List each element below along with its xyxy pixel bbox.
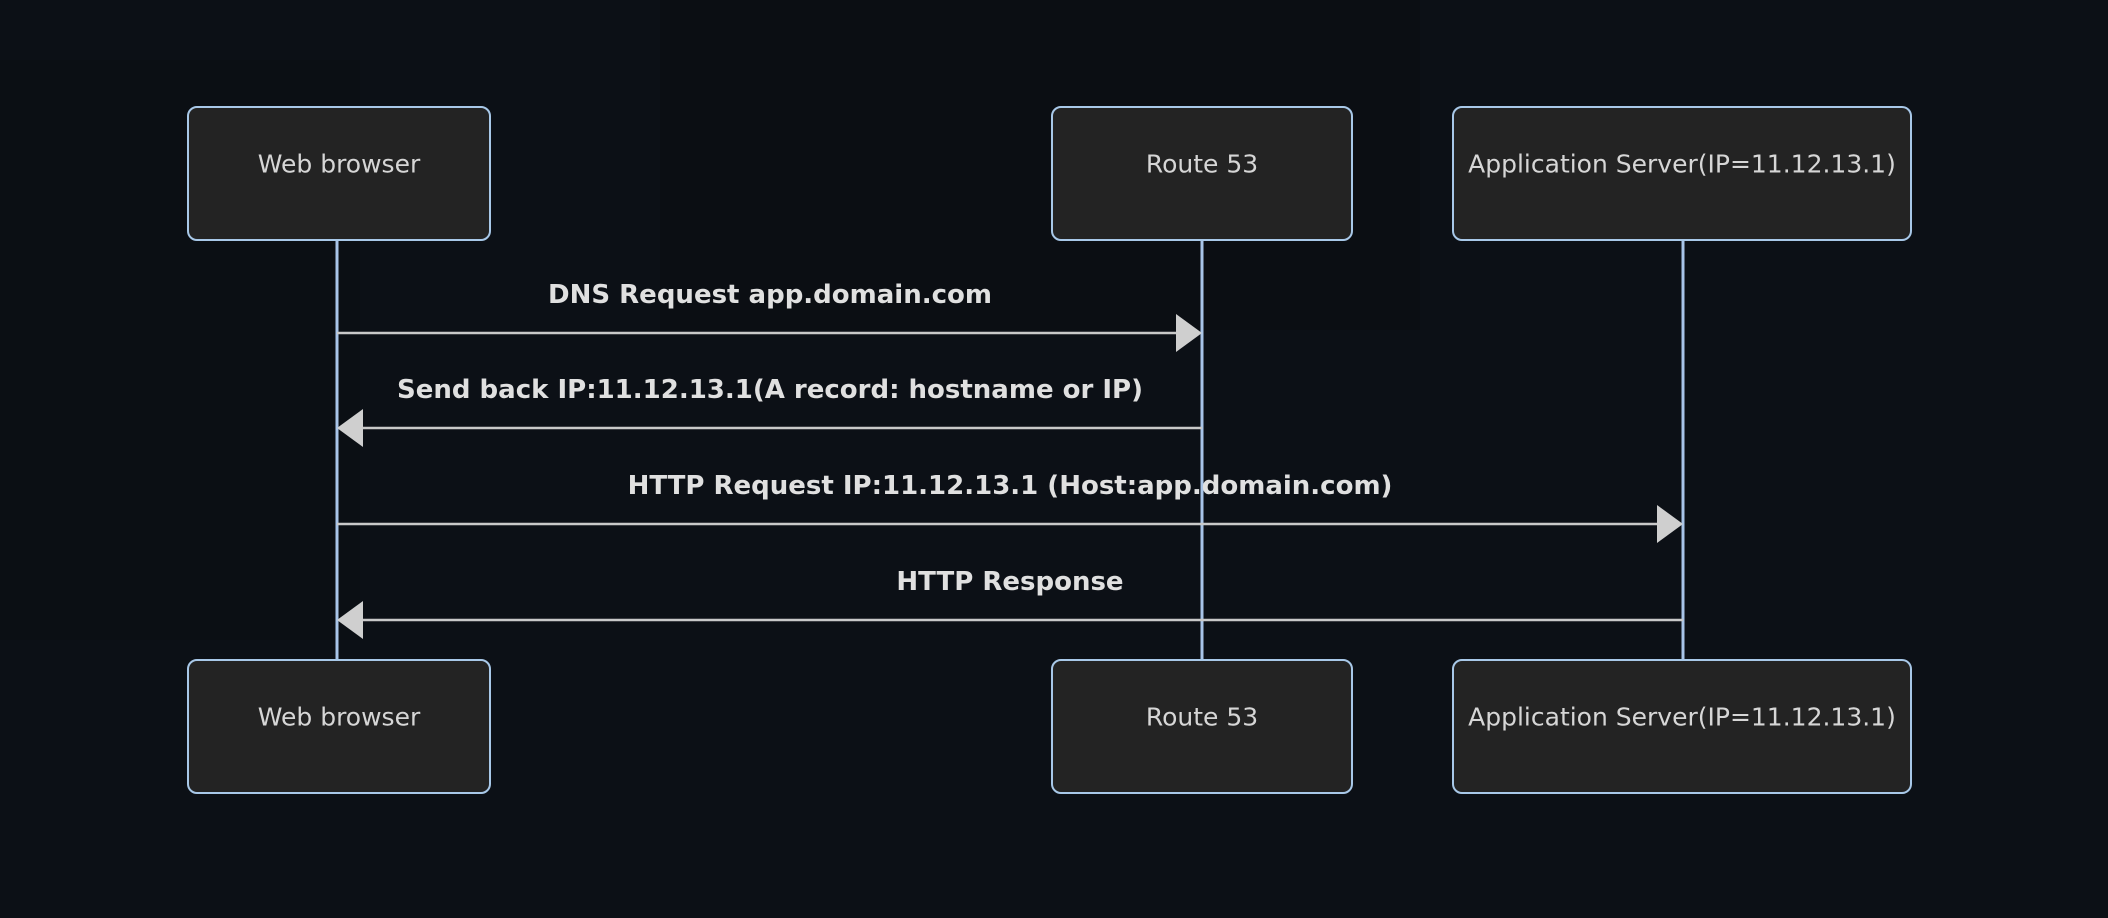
message-arrowhead	[337, 601, 363, 639]
lifeline-group	[335, 240, 1685, 660]
message-label: HTTP Response	[896, 567, 1123, 597]
message-label: HTTP Request IP:11.12.13.1 (Host:app.dom…	[628, 471, 1393, 501]
actor-box	[1051, 106, 1353, 241]
actor-appserver-top[interactable]: Application Server(IP=11.12.13.1)	[1452, 106, 1912, 241]
actor-label: Web browser	[258, 703, 421, 732]
actor-label: Route 53	[1146, 703, 1258, 732]
actor-box	[187, 659, 491, 794]
message-label: DNS Request app.domain.com	[548, 280, 992, 310]
actor-label: Web browser	[258, 150, 421, 179]
actor-box	[1452, 106, 1912, 241]
message-arrowhead	[337, 409, 363, 447]
message-arrowhead	[1657, 505, 1683, 543]
message-label: Send back IP:11.12.13.1(A record: hostna…	[397, 375, 1143, 405]
actor-browser-bottom[interactable]: Web browser	[187, 659, 491, 794]
message-2[interactable]: Send back IP:11.12.13.1(A record: hostna…	[337, 375, 1202, 447]
actor-box	[187, 106, 491, 241]
actor-box	[1452, 659, 1912, 794]
actor-label: Route 53	[1146, 150, 1258, 179]
message-3[interactable]: HTTP Request IP:11.12.13.1 (Host:app.dom…	[337, 471, 1683, 543]
actor-browser-top[interactable]: Web browser	[187, 106, 491, 241]
actor-box	[1051, 659, 1353, 794]
message-1[interactable]: DNS Request app.domain.com	[337, 280, 1202, 352]
message-arrowhead	[1176, 314, 1202, 352]
actor-route53-top[interactable]: Route 53	[1051, 106, 1353, 241]
actor-route53-bottom[interactable]: Route 53	[1051, 659, 1353, 794]
message-4[interactable]: HTTP Response	[337, 567, 1683, 639]
actor-appserver-bottom[interactable]: Application Server(IP=11.12.13.1)	[1452, 659, 1912, 794]
actor-label: Application Server(IP=11.12.13.1)	[1468, 150, 1896, 179]
actor-label: Application Server(IP=11.12.13.1)	[1468, 703, 1896, 732]
